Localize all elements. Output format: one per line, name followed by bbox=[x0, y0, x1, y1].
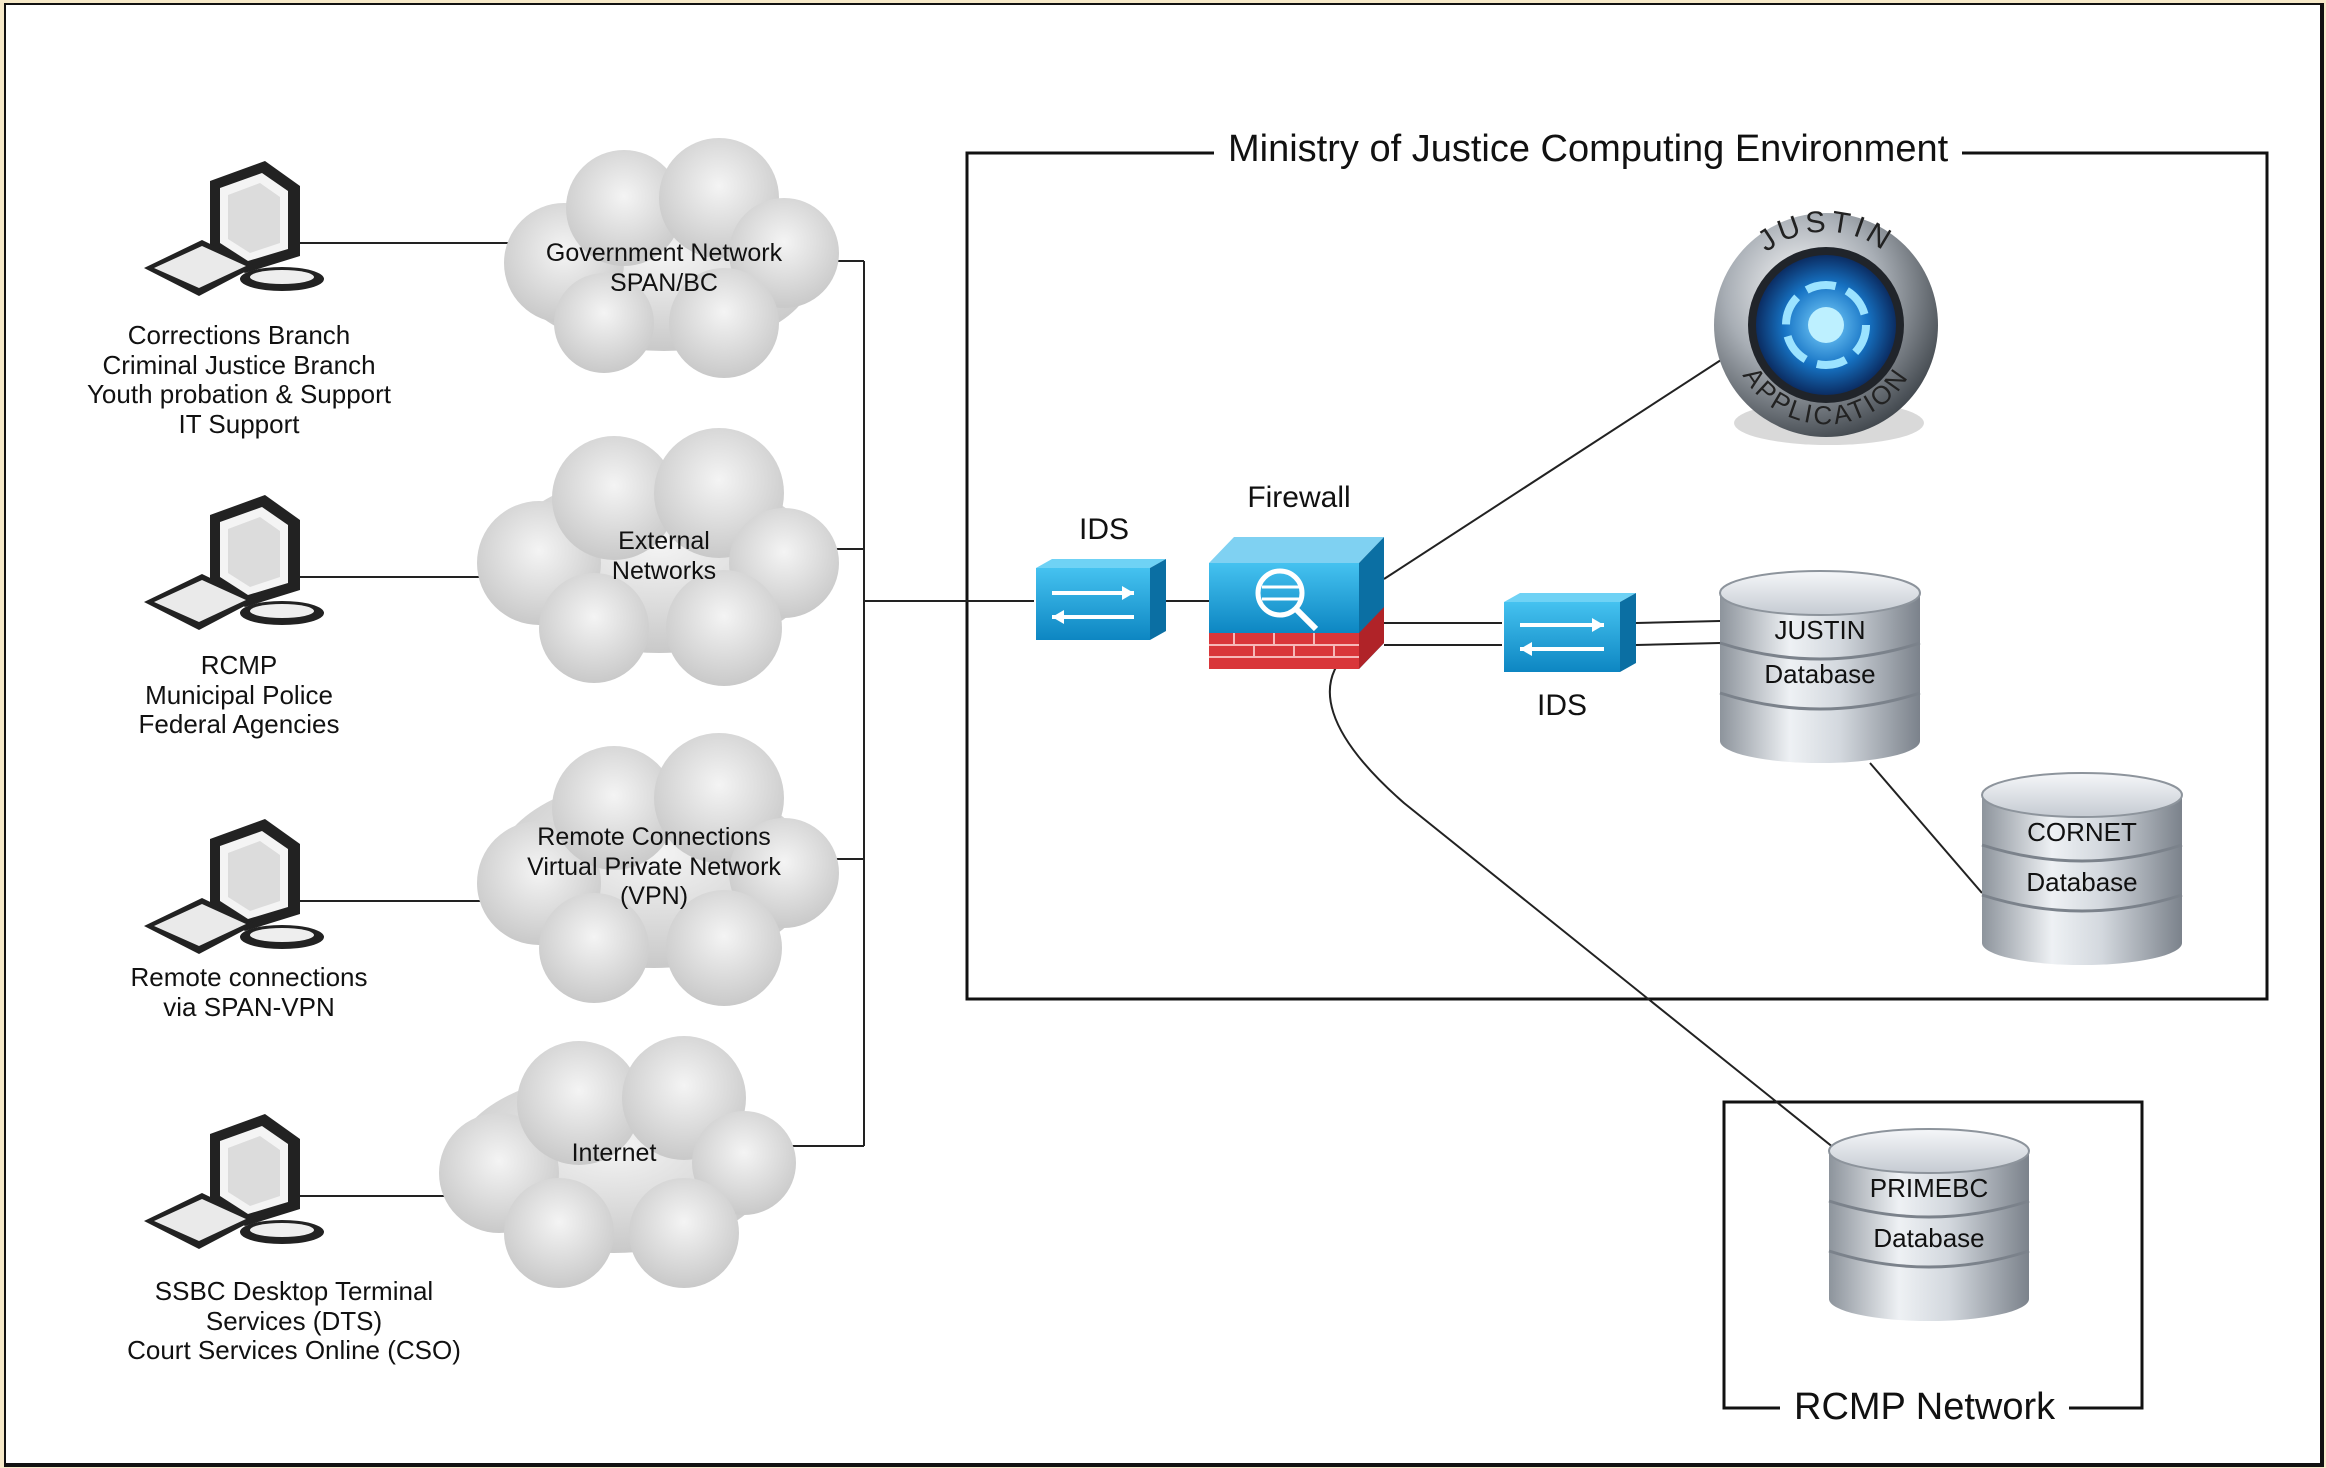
justin-database-icon bbox=[1719, 570, 1921, 763]
client-label-4: SSBC Desktop Terminal Services (DTS) Cou… bbox=[127, 1276, 461, 1365]
primebc-database-icon bbox=[1828, 1128, 2030, 1321]
firewall-device bbox=[1209, 537, 1384, 669]
client-label-2: RCMP Municipal Police Federal Agencies bbox=[138, 650, 340, 739]
cornet-database-icon bbox=[1981, 772, 2183, 965]
client-label-3: Remote connections via SPAN-VPN bbox=[130, 962, 368, 1022]
cloud-label-external: External Networks bbox=[611, 527, 717, 585]
justin-application-icon: JUSTIN APPLICATION bbox=[1714, 205, 1938, 445]
ids-label-1: IDS bbox=[1078, 513, 1129, 546]
cornet-db-label: CORNET Database bbox=[2026, 817, 2138, 897]
cloud-vpn bbox=[477, 733, 839, 1006]
cloud-external-networks bbox=[477, 428, 839, 686]
cloud-label-internet: Internet bbox=[571, 1139, 657, 1167]
primebc-db-label: PRIMEBC Database bbox=[1869, 1173, 1989, 1253]
diagram-frame: JUSTIN APPLICATION Ministry of Justice C… bbox=[4, 3, 2324, 1467]
environment-title: Ministry of Justice Computing Environmen… bbox=[1214, 127, 1963, 171]
cloud-government-network bbox=[504, 138, 839, 378]
justin-db-label: JUSTIN Database bbox=[1764, 615, 1876, 689]
cloud-label-government: Government Network SPAN/BC bbox=[545, 239, 783, 297]
ids-device-1 bbox=[1036, 559, 1166, 640]
cloud-internet bbox=[439, 1036, 796, 1288]
firewall-label: Firewall bbox=[1247, 481, 1351, 514]
ids-device-2 bbox=[1504, 593, 1636, 672]
client-label-1: Corrections Branch Criminal Justice Bran… bbox=[86, 320, 392, 439]
cloud-label-vpn: Remote Connections Virtual Private Netwo… bbox=[527, 823, 781, 910]
ids-label-2: IDS bbox=[1536, 689, 1587, 722]
network-diagram: JUSTIN APPLICATION bbox=[4, 3, 2324, 1467]
rcmp-network-title: RCMP Network bbox=[1780, 1385, 2070, 1429]
